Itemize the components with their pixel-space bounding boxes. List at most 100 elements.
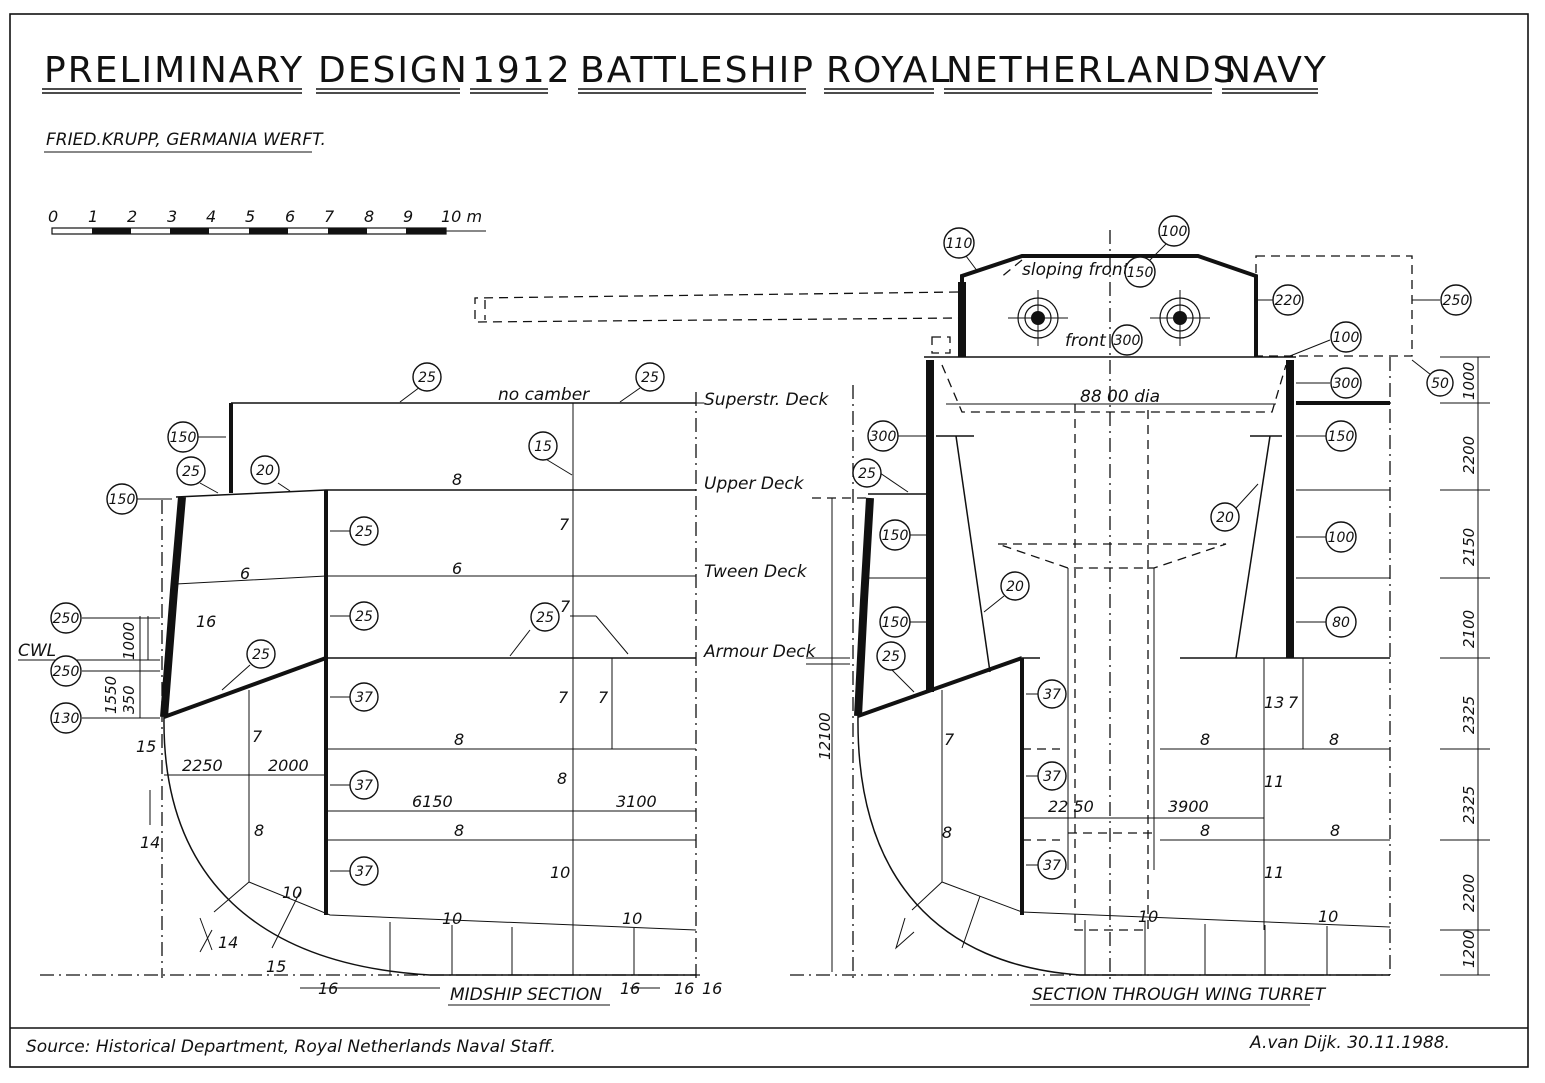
title-word-battleship: BATTLESHIP xyxy=(580,50,815,91)
midship-callout-leaders xyxy=(82,386,641,872)
wing-hull-bottom xyxy=(857,715,1390,976)
plate-num: 8 xyxy=(454,730,464,749)
plate-num: 14 xyxy=(218,933,238,952)
deck-label-armour: Armour Deck xyxy=(703,642,817,662)
rdim: 1000 xyxy=(1460,362,1478,400)
dim-2250: 2250 xyxy=(182,756,223,775)
deck-label-superstructure: Superstr. Deck xyxy=(704,390,829,410)
plate-num: 14 xyxy=(140,833,160,852)
turret-section: sloping front front 88 00 dia xyxy=(474,215,1490,1006)
plate-num: 10 xyxy=(550,863,570,882)
scale-tick-0: 0 xyxy=(48,207,58,226)
plate-num: 8 xyxy=(942,823,952,842)
callout: 15 xyxy=(534,439,552,455)
title-word-netherlands: NETHERLANDS xyxy=(946,50,1238,91)
scale-tick-1: 1 xyxy=(88,207,98,226)
callout: 100 xyxy=(1333,330,1360,346)
dim-1550: 1550 xyxy=(102,676,120,714)
scale-tick-10: 10 m xyxy=(441,207,482,226)
dim-12100: 12100 xyxy=(816,712,834,760)
plate-num: 6 xyxy=(452,559,462,578)
callout: 150 xyxy=(1127,265,1154,281)
plate-num: 8 xyxy=(1200,821,1210,840)
dim-3100: 3100 xyxy=(616,792,657,811)
author-note: A.van Dijk. 30.11.1988. xyxy=(1249,1033,1450,1053)
callout: 150 xyxy=(170,430,197,446)
hoist-trunk xyxy=(1074,404,1149,931)
turret-caption: SECTION THROUGH WING TURRET xyxy=(1032,985,1327,1005)
callout: 150 xyxy=(109,492,136,508)
gun-trunnions xyxy=(1008,290,1210,346)
right-dimension-chain: 1000 2200 2150 2100 2325 2325 2200 1200 xyxy=(1440,356,1490,976)
title-word-design: DESIGN xyxy=(318,50,469,91)
working-chamber xyxy=(997,543,1227,569)
rdim: 2325 xyxy=(1460,696,1478,734)
plate-num: 7 xyxy=(558,688,569,707)
callout: 37 xyxy=(355,864,373,880)
plate-num: 8 xyxy=(454,821,464,840)
plate-num: 16 xyxy=(674,979,694,998)
plate-num: 16 xyxy=(702,979,722,998)
callout: 100 xyxy=(1161,224,1188,240)
plate-num: 6 xyxy=(240,564,250,583)
callout: 25 xyxy=(182,464,200,480)
sheet-border xyxy=(9,13,1529,1068)
barbette-diameter: 88 00 dia xyxy=(1080,387,1160,407)
gun-barrel-outline xyxy=(474,291,959,323)
plate-num: 8 xyxy=(1329,730,1339,749)
callout: 100 xyxy=(1328,530,1355,546)
midship-section: CWL Superstr. Deck Upper Deck Tween Deck… xyxy=(18,362,829,1006)
callout: 150 xyxy=(882,528,909,544)
main-belt-armour xyxy=(160,496,186,718)
callout: 25 xyxy=(536,610,554,626)
dim-2000: 2000 xyxy=(268,756,309,775)
callout: 20 xyxy=(256,463,274,479)
plate-num: 7 xyxy=(1288,693,1299,712)
plate-num: 13 xyxy=(1264,693,1284,712)
callout: 300 xyxy=(870,429,897,445)
title-word-year: 1912 xyxy=(472,50,572,91)
callout: 300 xyxy=(1114,333,1141,349)
plate-num: 16 xyxy=(318,979,338,998)
callout: 25 xyxy=(355,609,373,625)
callout: 37 xyxy=(1043,687,1061,703)
plate-num: 15 xyxy=(266,957,286,976)
plate-num: 7 xyxy=(944,730,955,749)
callout: 25 xyxy=(641,370,659,386)
turret-plate-numbers: 7 8 8 8 8 8 13 7 11 11 10 10 xyxy=(942,693,1340,926)
callout: 150 xyxy=(882,615,909,631)
title-word-preliminary: PRELIMINARY xyxy=(44,50,304,91)
scale-tick-8: 8 xyxy=(364,207,374,226)
plate-num: 7 xyxy=(560,597,571,616)
callout: 25 xyxy=(418,370,436,386)
rdim: 2150 xyxy=(1460,528,1478,566)
upper-deck-line xyxy=(175,489,696,498)
title-block: PRELIMINARY DESIGN 1912 BATTLESHIP ROYAL… xyxy=(42,50,1326,153)
inner-bottom xyxy=(248,881,697,931)
wing-belt-armour xyxy=(854,497,874,717)
deck-label-upper: Upper Deck xyxy=(704,474,805,494)
rdim: 2100 xyxy=(1460,610,1478,648)
title-underlines xyxy=(42,88,1318,94)
scale-tick-9: 9 xyxy=(403,207,413,226)
scale-bar: 0 1 2 3 4 5 6 7 8 9 10 m xyxy=(48,207,486,235)
callout: 250 xyxy=(53,611,80,627)
front-label: front xyxy=(1065,331,1107,351)
hull-bottom xyxy=(163,716,696,976)
sloping-front-label: sloping front xyxy=(1022,260,1131,280)
dim-1000: 1000 xyxy=(120,622,138,660)
callout: 220 xyxy=(1275,293,1302,309)
rdim: 2200 xyxy=(1460,874,1478,912)
cwl-label: CWL xyxy=(18,641,56,661)
dim-6150: 6150 xyxy=(412,792,453,811)
callout: 37 xyxy=(1043,769,1061,785)
callout: 250 xyxy=(1443,293,1470,309)
builder-label: FRIED.KRUPP, GERMANIA WERFT. xyxy=(46,130,326,150)
plate-num: 10 xyxy=(1138,907,1158,926)
title-word-royal: ROYAL xyxy=(826,50,951,91)
source-note: Source: Historical Department, Royal Net… xyxy=(26,1037,556,1057)
callout: 80 xyxy=(1332,615,1350,631)
plate-num: 10 xyxy=(282,883,302,902)
scale-tick-6: 6 xyxy=(285,207,295,226)
